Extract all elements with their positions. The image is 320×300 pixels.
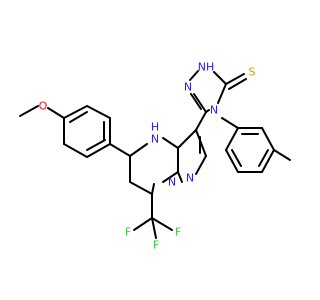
molecule-structure: S NH N N H N N N O F F F <box>19 61 291 252</box>
thione-group <box>225 73 247 90</box>
methoxyphenyl-ring <box>63 105 111 158</box>
pyrimidine-h-label: H <box>151 121 159 134</box>
triazole-nh-label: NH <box>198 61 215 74</box>
triazole-n4-label: N <box>210 104 218 117</box>
pyrazole-n1-label: N <box>168 176 176 189</box>
heteroaryl-link-bond <box>195 111 207 131</box>
methoxy-group <box>19 105 65 119</box>
atom-labels: S NH N N H N N N O F F F <box>39 61 256 252</box>
fluorine-label-2: F <box>153 239 159 252</box>
sulfur-label: S <box>249 66 256 79</box>
pyrimidine-ring <box>129 137 179 195</box>
tolyl-link-bond <box>221 117 239 129</box>
pyrimidine-n-label: N <box>151 133 159 146</box>
aryl-link-bond <box>109 143 131 157</box>
trifluoromethyl-group <box>133 193 173 239</box>
fluorine-label-3: F <box>175 226 181 239</box>
fluorine-label-1: F <box>125 226 131 239</box>
tolyl-ring <box>225 127 291 173</box>
pyrazole-n2-label: N <box>186 172 194 185</box>
pyrazole-ring <box>177 129 207 183</box>
oxygen-label: O <box>39 100 48 113</box>
triazole-n-label: N <box>184 81 192 94</box>
molecule-diagram: S NH N N H N N N O F F F <box>19 61 291 252</box>
triazole-ring <box>189 70 227 113</box>
